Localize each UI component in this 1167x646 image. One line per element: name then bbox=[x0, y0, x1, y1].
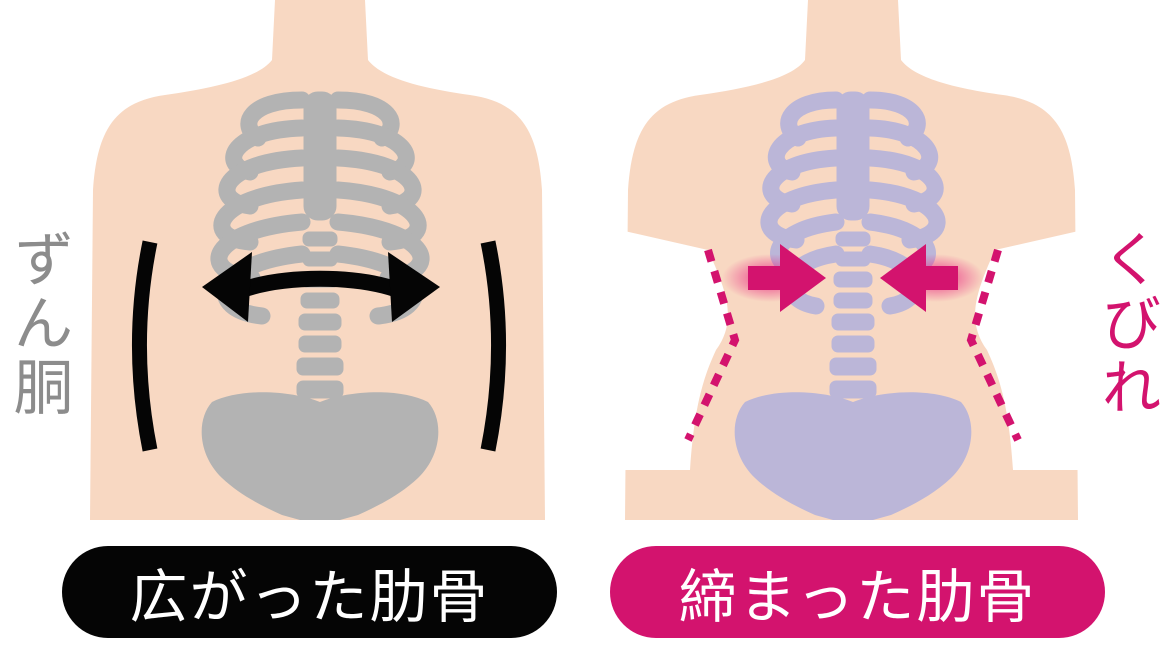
right-spine bbox=[830, 232, 876, 398]
left-spine bbox=[297, 232, 343, 398]
right-sternum bbox=[837, 92, 869, 220]
side-label-zundou: ずん胴 bbox=[8, 228, 68, 420]
caption-expanded-ribs: 広がった肋骨 bbox=[62, 546, 557, 638]
caption-tightened-ribs: 締まった肋骨 bbox=[610, 546, 1105, 638]
left-sternum bbox=[304, 92, 336, 220]
caption-tightened-ribs-text: 締まった肋骨 bbox=[679, 550, 1037, 634]
side-label-kubire: くびれ bbox=[1096, 228, 1156, 420]
left-figure bbox=[90, 0, 545, 520]
caption-expanded-ribs-text: 広がった肋骨 bbox=[129, 550, 489, 634]
right-figure bbox=[620, 0, 1083, 520]
